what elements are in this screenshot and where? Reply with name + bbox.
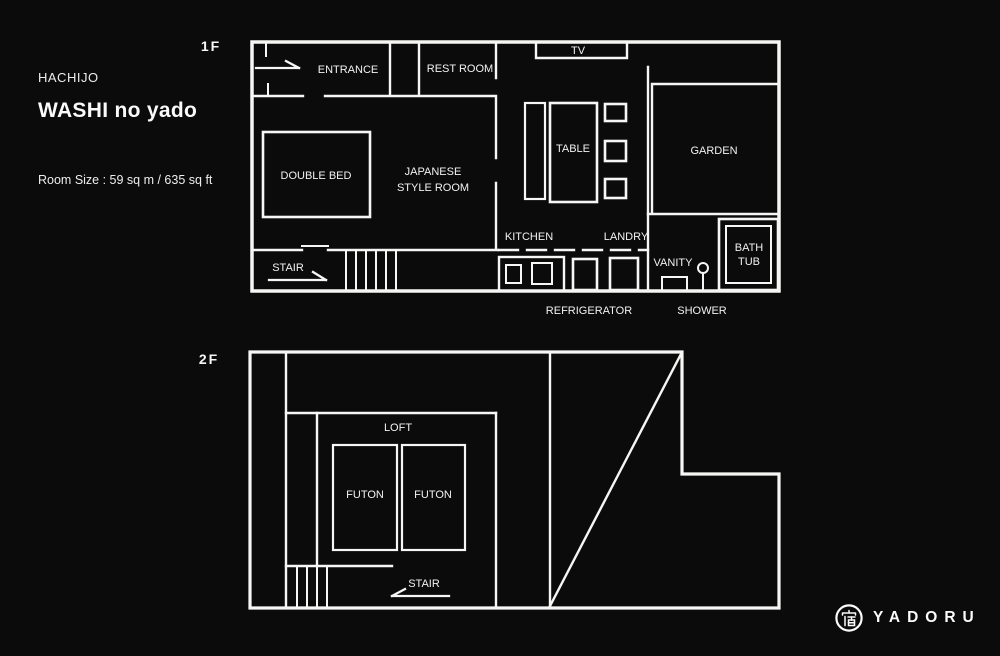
- yadoru-logo: YADORU: [834, 602, 981, 634]
- label-garden: GARDEN: [690, 145, 737, 157]
- laundry-box: [608, 256, 640, 292]
- stair-up-arrow-icon: [267, 270, 328, 282]
- floor1-plan: [250, 40, 781, 293]
- floor2-inner-walls: [284, 350, 552, 610]
- label-entrance: ENTRANCE: [318, 64, 379, 76]
- kitchen-sink: [505, 264, 522, 284]
- bath-tub-inner: [725, 225, 772, 284]
- door-marks: [265, 43, 329, 247]
- label-stair-2f: STAIR: [408, 578, 440, 590]
- floor1-inner-walls: [250, 41, 781, 293]
- kitchen-stove: [531, 262, 553, 285]
- room-size-text: Room Size : 59 sq m / 635 sq ft: [38, 173, 213, 187]
- table-seat-1: [603, 102, 628, 123]
- floor2-labels: 2F LOFT FUTON FUTON STAIR: [199, 351, 452, 590]
- floor2-outer-walls: [248, 350, 781, 610]
- label-shower: SHOWER: [677, 305, 727, 317]
- floor2-stair-treads: [296, 566, 328, 607]
- label-vanity: VANITY: [654, 257, 694, 269]
- label-japanese-room-line2: STYLE ROOM: [397, 182, 469, 194]
- label-table: TABLE: [556, 143, 590, 155]
- floor2-plan: [248, 350, 781, 610]
- double-bed: [261, 130, 372, 219]
- entrance-arrow-icon: [254, 59, 301, 70]
- label-bath-tub-line2: TUB: [738, 256, 760, 268]
- label-double-bed: DOUBLE BED: [281, 170, 352, 182]
- floor1-labels: 1F ENTRANCE REST ROOM TV TABLE GARDEN DO…: [201, 38, 763, 317]
- futon-right: [400, 443, 467, 552]
- kitchen-counter: [497, 255, 566, 293]
- floor2-furniture: [331, 443, 467, 552]
- refrigerator-box: [571, 257, 599, 292]
- table: [548, 101, 599, 204]
- table-bench: [523, 101, 547, 201]
- label-refrigerator: REFRIGERATOR: [546, 305, 632, 317]
- bath-tub-outer: [717, 217, 780, 292]
- futon-left: [331, 443, 399, 552]
- label-futon-left: FUTON: [346, 489, 384, 501]
- floor1-furniture: [261, 101, 780, 293]
- yadoru-logo-text: YADORU: [873, 609, 981, 626]
- floor2-label: 2F: [199, 351, 219, 367]
- floor1-outer-walls: [250, 40, 781, 293]
- stair-down-arrow-icon: [390, 587, 451, 598]
- table-seat-2: [603, 139, 628, 163]
- label-tv: TV: [571, 45, 586, 57]
- table-seat-3: [603, 177, 628, 200]
- vanity-sink: [661, 276, 688, 292]
- label-rest-room: REST ROOM: [427, 63, 493, 75]
- label-stair-1f: STAIR: [272, 262, 304, 274]
- property-location: HACHIJO: [38, 70, 99, 85]
- property-title: WASHI no yado: [38, 99, 198, 122]
- header: HACHIJO WASHI no yado Room Size : 59 sq …: [38, 70, 212, 187]
- floor1-stair-treads: [345, 250, 397, 291]
- shower-head-icon: [697, 262, 709, 291]
- label-bath-tub-line1: BATH: [735, 242, 764, 254]
- label-landry: LANDRY: [604, 231, 649, 243]
- label-loft: LOFT: [384, 422, 412, 434]
- label-japanese-room-line1: JAPANESE: [405, 166, 462, 178]
- floor1-label: 1F: [201, 38, 221, 54]
- tv-shelf: [534, 41, 629, 60]
- yadoru-kanji-circle-icon: [835, 604, 863, 632]
- floor1-arrows: [254, 59, 328, 282]
- roof-slope-diagonal: [548, 352, 683, 608]
- label-futon-right: FUTON: [414, 489, 452, 501]
- label-kitchen: KITCHEN: [505, 231, 553, 243]
